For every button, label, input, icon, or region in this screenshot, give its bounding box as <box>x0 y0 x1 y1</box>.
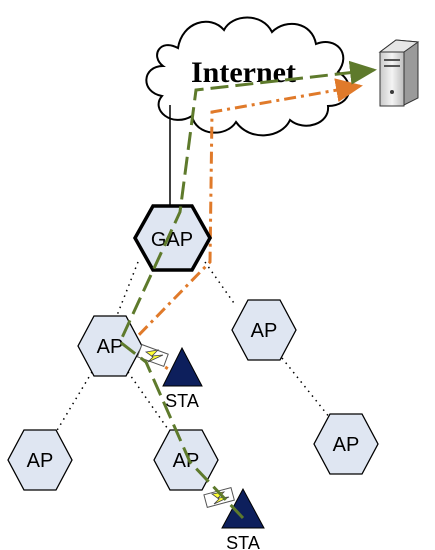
ap-label: AP <box>173 450 200 472</box>
gateway-label: GAP <box>151 229 193 251</box>
ap-label: AP <box>251 320 278 342</box>
ap-node-2[interactable] <box>231 299 297 361</box>
ap-node-3[interactable] <box>7 429 73 491</box>
ap-label: AP <box>333 434 360 456</box>
server-icon[interactable] <box>378 39 420 107</box>
sta-label: STA <box>165 391 199 411</box>
sta-label: STA <box>226 533 260 550</box>
orange-route <box>127 78 363 380</box>
gateway-node[interactable] <box>132 204 213 272</box>
mesh-links <box>55 261 331 433</box>
ap-label: AP <box>97 336 124 358</box>
ap-node-5[interactable] <box>313 413 379 475</box>
cloud-icon <box>145 16 351 137</box>
wireless-link-icon <box>203 486 235 508</box>
green-route <box>118 60 377 520</box>
wireless-link-icon <box>136 343 169 368</box>
ap-label: AP <box>27 450 54 472</box>
sta-triangle-1[interactable] <box>162 346 203 387</box>
